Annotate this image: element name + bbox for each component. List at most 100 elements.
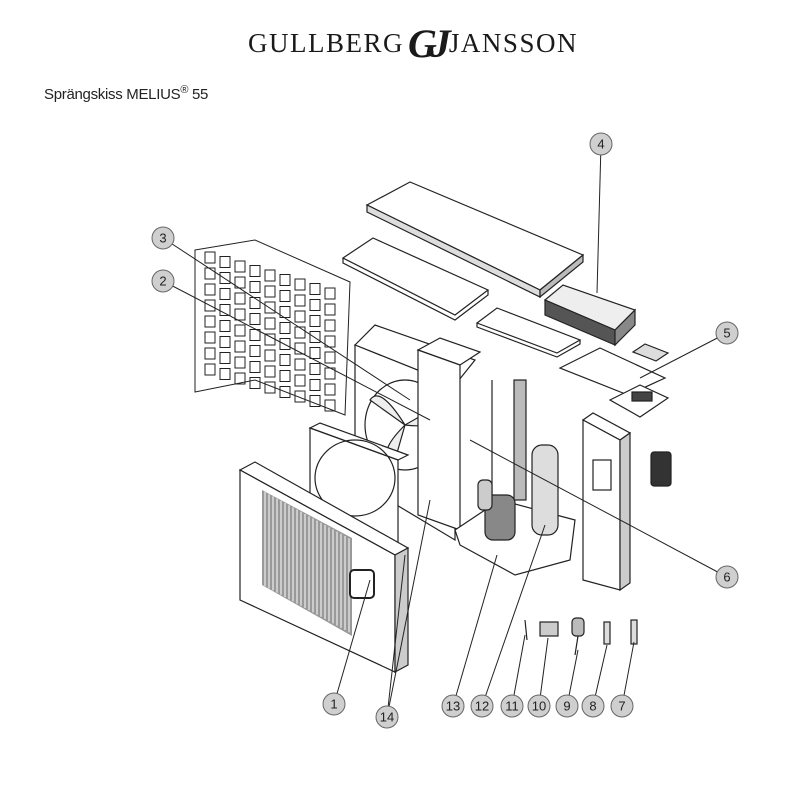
- grille-cell: [279, 338, 291, 350]
- grille-cell: [204, 347, 216, 360]
- callout-circle: [589, 132, 613, 156]
- callout-circle: [715, 321, 739, 345]
- grille-cell: [204, 363, 216, 376]
- grille-cell: [219, 288, 231, 300]
- valve-parts: [524, 617, 638, 656]
- grille-cell: [264, 317, 276, 330]
- leader-line: [386, 499, 431, 718]
- leader-line: [162, 280, 431, 421]
- grille-cell: [294, 358, 306, 371]
- grille-cell: [219, 368, 231, 380]
- callout-label: 6: [723, 570, 730, 585]
- logo-left-word: Gullberg: [248, 27, 405, 58]
- grille-cell: [234, 324, 246, 337]
- callout-circle: [715, 565, 739, 589]
- grille-cell: [234, 340, 246, 353]
- grille-cell: [234, 356, 246, 369]
- callout-label: 1: [330, 697, 337, 712]
- callout-circle: [470, 694, 494, 718]
- page-title: Sprängskiss MELIUS® 55: [44, 84, 208, 103]
- grille-cell: [264, 301, 276, 314]
- grille-cell: [294, 374, 306, 387]
- coil-part: [491, 379, 527, 501]
- rear-grille-part: [194, 239, 351, 416]
- grille-cell: [279, 290, 291, 302]
- grille-cell: [279, 354, 291, 366]
- grille-cell: [204, 331, 216, 344]
- grille-cell: [324, 287, 336, 300]
- callout-label: 4: [597, 137, 604, 152]
- grille-cell: [294, 390, 306, 403]
- grille-cell: [249, 297, 261, 309]
- grille-cell: [279, 322, 291, 334]
- grille-cell: [279, 274, 291, 286]
- grille-cell: [309, 283, 321, 295]
- leader-line: [386, 554, 406, 718]
- base-compressor-part: [454, 444, 576, 576]
- callout-circle: [375, 705, 399, 729]
- model-number: 55: [192, 86, 209, 103]
- grille-cell: [219, 304, 231, 316]
- callout-circle: [151, 226, 175, 250]
- grille-cell: [279, 370, 291, 382]
- leader-line: [452, 554, 498, 707]
- grille-cell: [324, 351, 336, 364]
- grille-cell: [309, 395, 321, 407]
- grille-cell: [324, 319, 336, 332]
- grille-cell: [249, 361, 261, 373]
- grille-cell: [309, 347, 321, 359]
- grille-cell: [294, 310, 306, 323]
- callout-label: 5: [723, 326, 730, 341]
- grille-cell: [264, 349, 276, 362]
- right-side-panel-part: [581, 412, 672, 592]
- callout-label: 3: [159, 231, 166, 246]
- grille-cell: [264, 381, 276, 394]
- grille-cell: [279, 386, 291, 398]
- grille-cell: [294, 278, 306, 291]
- callout-circle: [500, 694, 524, 718]
- grille-cell: [324, 383, 336, 396]
- callout-label: 14: [380, 710, 394, 725]
- grille-cell: [219, 272, 231, 284]
- top-panel-part: [341, 237, 490, 321]
- grille-cell: [264, 269, 276, 282]
- grille-cell: [309, 299, 321, 311]
- grille-cell: [219, 352, 231, 364]
- grille-cell: [264, 285, 276, 298]
- grille-cell: [309, 379, 321, 391]
- grille-cell: [324, 303, 336, 316]
- title-text: Sprängskiss MELIUS: [44, 86, 181, 103]
- grille-cell: [204, 283, 216, 296]
- grille-cell: [219, 256, 231, 268]
- logo-right-word: Jansson: [448, 27, 578, 58]
- grille-cell: [249, 313, 261, 325]
- grille-cell: [309, 315, 321, 327]
- grille-cell: [294, 326, 306, 339]
- bracket-part: [558, 343, 670, 418]
- grille-cell: [294, 342, 306, 355]
- callout-label: 11: [505, 699, 519, 714]
- callout-circle: [441, 694, 465, 718]
- callout-label: 8: [589, 699, 596, 714]
- grille-cell: [249, 281, 261, 293]
- callout-circle: [151, 269, 175, 293]
- control-box-part: [543, 284, 637, 347]
- grille-cell: [204, 251, 216, 264]
- grille-cell: [294, 294, 306, 307]
- leader-line: [162, 237, 411, 401]
- leader-line: [596, 143, 602, 294]
- callout-label: 7: [618, 699, 625, 714]
- grille-cell: [204, 299, 216, 312]
- grille-cell: [249, 329, 261, 341]
- registered-mark: ®: [180, 84, 189, 96]
- callout-label: 13: [446, 699, 460, 714]
- grille-cell: [234, 372, 246, 385]
- grille-cell: [324, 399, 336, 412]
- grille-cell: [264, 365, 276, 378]
- leader-line: [333, 579, 371, 705]
- grille-cell: [204, 315, 216, 328]
- brand-logo: Gullberg GJ Jansson: [248, 18, 578, 68]
- callout-label: 12: [475, 699, 489, 714]
- grille-cell: [234, 260, 246, 273]
